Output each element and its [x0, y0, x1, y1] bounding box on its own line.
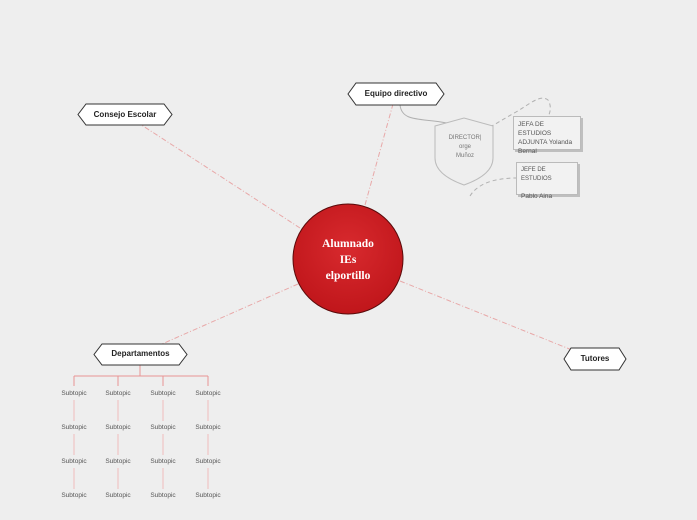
central-line-1: Alumnado	[322, 238, 374, 250]
departamentos-tree	[73, 365, 209, 386]
director-line-1: DIRECTOR|	[448, 135, 482, 141]
subtopic[interactable]: Subtopic	[61, 424, 87, 431]
subtopic[interactable]: Subtopic	[195, 390, 221, 397]
equipo-directivo-label: Equipo directivo	[364, 89, 428, 98]
director-line-2: orge	[458, 144, 471, 150]
connector-tutores	[399, 280, 573, 351]
subtopic[interactable]: Subtopic	[150, 424, 176, 431]
central-node[interactable]	[292, 203, 404, 315]
connector-consejo	[139, 123, 301, 229]
departamentos-node[interactable]	[93, 343, 188, 366]
jefa-adjunta-card[interactable]: JEFA DE ESTUDIOS ADJUNTA Yolanda Bernal	[513, 116, 581, 155]
consejo-escolar-node[interactable]	[77, 103, 173, 126]
subtopic[interactable]: Subtopic	[195, 424, 221, 431]
central-label: Alumnado IEs elportillo	[293, 236, 403, 284]
connector-to-director	[399, 104, 448, 124]
subtopic[interactable]: Subtopic	[61, 390, 87, 397]
departamentos-label: Departamentos	[111, 349, 170, 358]
subtopic[interactable]: Subtopic	[105, 458, 131, 465]
jefe-name: Pablo Aina	[521, 193, 553, 200]
jefa-line-1: JEFA DE ESTUDIOS	[518, 121, 552, 137]
connector-equipo	[364, 103, 394, 206]
consejo-escolar-label: Consejo Escolar	[93, 110, 157, 119]
jefe-title: JEFE DE ESTUDIOS	[521, 167, 552, 182]
equipo-directivo-node[interactable]	[347, 82, 445, 106]
subtopic[interactable]: Subtopic	[195, 492, 221, 499]
director-line-3: Muñoz	[455, 153, 474, 159]
connector-departamentos	[161, 283, 299, 345]
subtopic-links	[73, 400, 209, 489]
central-line-3: elportillo	[325, 270, 371, 282]
tutores-node[interactable]	[563, 347, 627, 371]
jefe-card[interactable]: JEFE DE ESTUDIOS Pablo Aina	[516, 162, 578, 200]
connector-to-jefa	[464, 97, 551, 141]
equipo-connectors	[399, 97, 551, 197]
subtopic[interactable]: Subtopic	[150, 458, 176, 465]
subtopic[interactable]: Subtopic	[195, 458, 221, 465]
subtopic[interactable]: Subtopic	[61, 458, 87, 465]
subtopic[interactable]: Subtopic	[105, 390, 131, 397]
main-connectors	[139, 103, 573, 351]
jefa-line-3: Bernal	[518, 148, 537, 155]
jefa-line-2: ADJUNTA Yolanda	[518, 139, 573, 146]
subtopic[interactable]: Subtopic	[150, 390, 176, 397]
director-label: DIRECTOR| orge Muñoz	[437, 134, 493, 161]
central-line-2: IEs	[339, 254, 357, 266]
subtopic[interactable]: Subtopic	[150, 492, 176, 499]
director-shield[interactable]	[434, 117, 494, 186]
subtopic[interactable]: Subtopic	[105, 492, 131, 499]
subtopic[interactable]: Subtopic	[61, 492, 87, 499]
connector-to-jefe	[469, 177, 518, 197]
subtopic[interactable]: Subtopic	[105, 424, 131, 431]
tutores-label: Tutores	[580, 354, 610, 363]
